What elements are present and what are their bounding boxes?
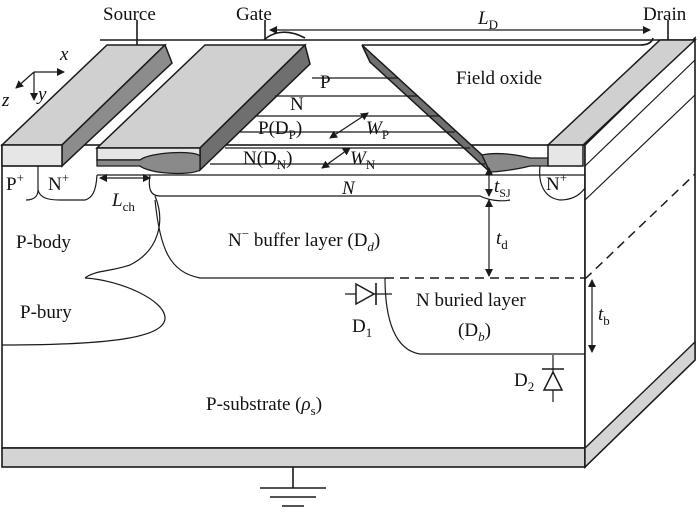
label-p-bury: P-bury [20,302,72,323]
device-block [1,36,696,469]
drain-electrode [546,20,697,167]
label-p-substrate: P-substrate (ρs) [206,394,322,418]
label-wn: WN [350,148,376,172]
label-d2: D2 [514,370,534,394]
gate-electrode [95,20,311,175]
side-line-1 [584,59,696,167]
label-source: Source [103,4,156,25]
label-n-dn: N(DN) [243,148,293,172]
ground-icon [260,467,326,507]
label-tsj: tSJ [494,176,511,200]
axis-label-z: z [1,90,10,111]
front-regions [1,165,586,355]
gate-oxide [96,151,201,175]
coordinate-axes [15,68,65,101]
side-contact-strip [584,340,696,469]
wp-dimension [329,112,369,139]
substrate-contact-strip [1,447,586,468]
diode-d2-symbol [542,355,564,402]
label-n-plus-drain: N+ [546,170,567,195]
label-p-plus: P+ [6,170,24,195]
label-n-buffer: N− buffer layer (Dd) [228,226,380,254]
diode-d1-symbol [345,282,392,306]
label-tb: tb [598,304,610,328]
gate-oxide-top-bump [263,31,306,41]
axis-label-x: x [59,44,69,65]
label-n-plus-source: N+ [48,170,69,195]
label-p-layer: P [320,72,331,93]
label-d1: D1 [352,316,372,340]
axis-label-y: y [36,84,47,105]
wn-dimension [321,147,351,169]
z-axis [15,71,35,89]
label-ld: LD [477,8,498,32]
label-n-layer: N [290,94,304,115]
dimension-markers [99,26,651,353]
side-line-2 [584,94,696,201]
label-p-body: P-body [16,232,71,253]
label-wp: WP [366,118,389,142]
label-lch: Lch [111,190,135,214]
label-td: td [496,228,508,252]
source-electrode [0,20,173,168]
label-field-oxide: Field oxide [456,68,542,89]
label-n-buried-db: (Db) [458,320,491,344]
label-p-dp: P(DP) [258,118,302,142]
label-drain: Drain [643,4,687,25]
label-n-buried: N buried layer [416,290,526,311]
side-buried-boundary [584,173,696,280]
label-n-pillar: N [341,178,356,199]
label-gate: Gate [236,4,272,25]
